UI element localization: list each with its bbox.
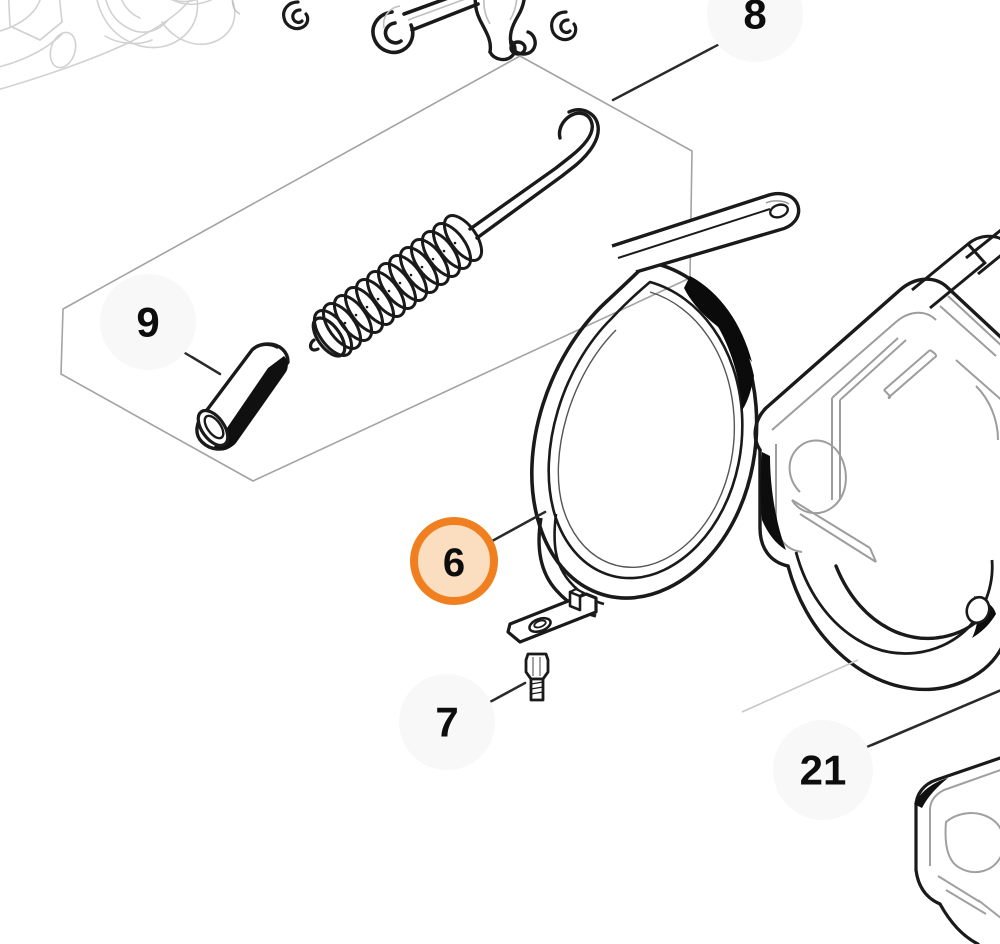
part-linkage-lever bbox=[371, 0, 480, 55]
ghost-housing-topleft bbox=[0, 0, 236, 90]
callout-7-label: 7 bbox=[435, 699, 458, 746]
callout-halos bbox=[100, 0, 873, 820]
part-linkage-lever-highlight bbox=[382, 0, 465, 29]
callout-21-label: 21 bbox=[800, 747, 847, 794]
callout-halo-21 bbox=[773, 720, 873, 820]
spring-shading bbox=[343, 241, 457, 325]
part-7-mounting-screw bbox=[524, 652, 550, 702]
callout-9-label: 9 bbox=[136, 299, 159, 346]
part-9-spacer-sleeve bbox=[195, 342, 290, 451]
callout-21[interactable]: 21 bbox=[800, 747, 847, 794]
callout-8-label: 8 bbox=[743, 0, 766, 38]
part-8-tension-spring bbox=[308, 108, 600, 358]
callout-halo-9 bbox=[100, 274, 196, 370]
part-small-clip-left bbox=[282, 0, 310, 31]
part-fragment-bottom-right bbox=[914, 756, 1000, 944]
band-shadow-upper2 bbox=[698, 286, 754, 410]
callout-8[interactable]: 8 bbox=[743, 0, 766, 38]
part-pivot-block bbox=[473, 0, 537, 62]
kit-box-outline bbox=[60, 55, 693, 482]
ghost-guide-line-bottomright bbox=[741, 659, 859, 713]
part-21-hand-guard bbox=[753, 228, 1000, 692]
callout-halo-7 bbox=[399, 674, 495, 770]
callout-6[interactable]: 6 bbox=[410, 517, 498, 605]
callout-halo-8 bbox=[707, 0, 803, 62]
callout-9[interactable]: 9 bbox=[136, 299, 159, 346]
part-pivot-block-shade bbox=[483, 0, 518, 25]
guard-boss bbox=[965, 595, 991, 625]
callout-6-label: 6 bbox=[443, 541, 465, 585]
callout-7[interactable]: 7 bbox=[435, 699, 458, 746]
part-small-clip-right bbox=[550, 10, 578, 42]
part-6-brake-band bbox=[506, 191, 801, 644]
ghost-parts-strip bbox=[231, 0, 241, 15]
leader-lines-overlay bbox=[190, 46, 1000, 747]
guard-shadow-left bbox=[760, 452, 786, 550]
callout-6-ring[interactable] bbox=[410, 517, 498, 605]
